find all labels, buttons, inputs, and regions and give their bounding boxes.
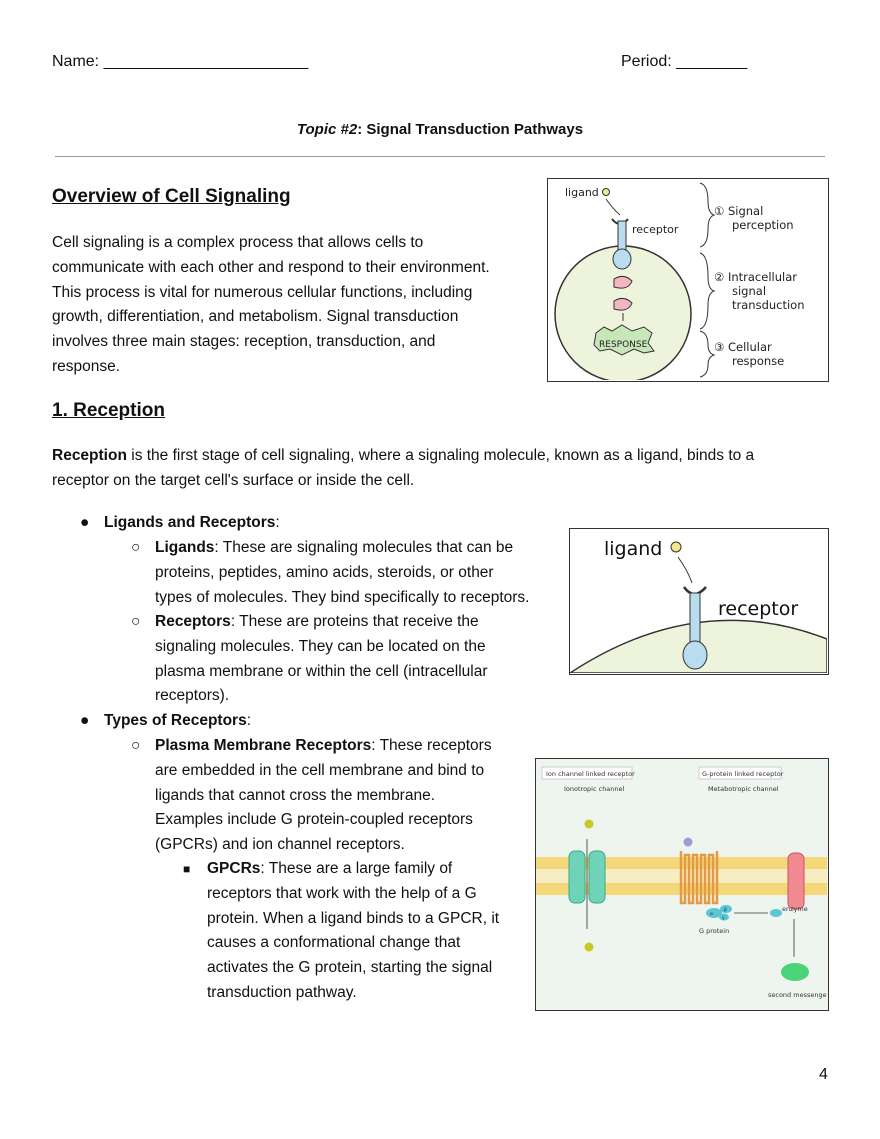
gamma-subunit-label: γ [722,916,725,921]
overview-line: communicate with each other and respond … [52,258,490,276]
ion-channel-label: Ion channel linked receptor [546,770,635,778]
alpha-subunit-label: α [710,912,713,917]
signaling-stages-figure: RESPONSE ligand receptor ① Signal percep… [547,178,829,383]
sub-bullet-ligands: ○ Ligands: These are signaling molecules… [131,536,529,610]
overview-line: involves three main stages: reception, t… [52,333,436,351]
receptors-term: Receptors [155,613,231,630]
g-protein-label: G protein [699,927,729,935]
receptor-types-figure: Ion channel linked receptor Ionotropic c… [535,758,830,1011]
overview-paragraph: Cell signaling is a complex process that… [52,231,490,380]
name-field-label: Name: _______________________ [52,53,309,70]
title-divider [55,156,825,157]
topic-title: Topic #2: Signal Transduction Pathways [0,121,880,138]
overview-line: response. [52,357,121,375]
sub-sub-bullet-gpcrs: ■ GPCRs: These are a large family of rec… [183,857,499,1006]
stage3-line2: response [732,354,784,368]
enzyme-label: enzyme [782,905,808,913]
response-label: RESPONSE [599,340,648,350]
stage1-line1: ① Signal [714,204,763,218]
bullet-types-of-receptors: ● Types of Receptors: [80,709,251,734]
sub-bullet-receptors: ○ Receptors: These are proteins that rec… [131,610,488,709]
second-messenger-label: second messenger [768,991,827,999]
metabotropic-label: Metabotropic channel [708,785,779,793]
overview-line: This process is vital for numerous cellu… [52,283,473,301]
g-protein-receptor-label: G-protein linked receptor [702,770,784,778]
stage2-line2: signal [732,284,766,298]
ligand-receptor-figure: ligand receptor [567,528,829,675]
stage3-line1: ③ Cellular [714,340,772,354]
reception-line: Reception is the first stage of cell sig… [52,444,754,469]
bullet-title: Ligands and Receptors [104,514,276,531]
disc-bullet-icon: ● [80,712,90,729]
overview-heading: Overview of Cell Signaling [52,186,291,207]
stage2-line3: transduction [732,298,805,312]
beta-subunit-label: β [724,907,727,913]
reception-line: receptor on the target cell's surface or… [52,471,415,489]
stage1-line2: perception [732,218,794,232]
topic-prefix: Topic #2 [296,121,358,138]
receptor-label: receptor [632,223,679,236]
signaling-stages-illustration: RESPONSE ligand receptor ① Signal percep… [554,182,805,383]
reception-paragraph: Reception is the first stage of cell sig… [52,444,754,494]
reception-heading: 1. Reception [52,400,165,421]
circle-bullet-icon: ○ [131,737,141,754]
page-number: 4 [819,1066,828,1083]
ligands-term: Ligands [155,539,215,556]
overview-line: Cell signaling is a complex process that… [52,234,424,251]
reception-text: is the first stage of cell signaling, wh… [126,447,755,464]
disc-bullet-icon: ● [80,514,90,531]
bullet-title: Types of Receptors [104,712,247,729]
period-field-label: Period: ________ [621,53,748,70]
circle-bullet-icon: ○ [131,613,141,630]
sub-bullet-plasma-membrane: ○ Plasma Membrane Receptors: These recep… [131,734,492,858]
topic-name: : Signal Transduction Pathways [357,121,584,138]
ligand-label: ligand [604,538,662,560]
square-bullet-icon: ■ [183,862,191,876]
overview-line: growth, differentiation, and metabolism.… [52,308,459,326]
stage2-line1: ② Intracellular [714,270,797,284]
pm-term: Plasma Membrane Receptors [155,737,372,754]
circle-bullet-icon: ○ [131,539,141,556]
gpcr-term: GPCRs [207,860,261,877]
reception-term: Reception [52,447,127,464]
receptor-label: receptor [718,598,798,620]
ligand-receptor-illustration: ligand receptor [567,538,828,674]
ionotropic-label: Ionotropic channel [564,785,625,793]
receptor-types-illustration: Ion channel linked receptor Ionotropic c… [536,766,830,999]
ligand-label: ligand [565,186,599,199]
bullet-ligands-receptors: ● Ligands and Receptors: [80,511,280,536]
